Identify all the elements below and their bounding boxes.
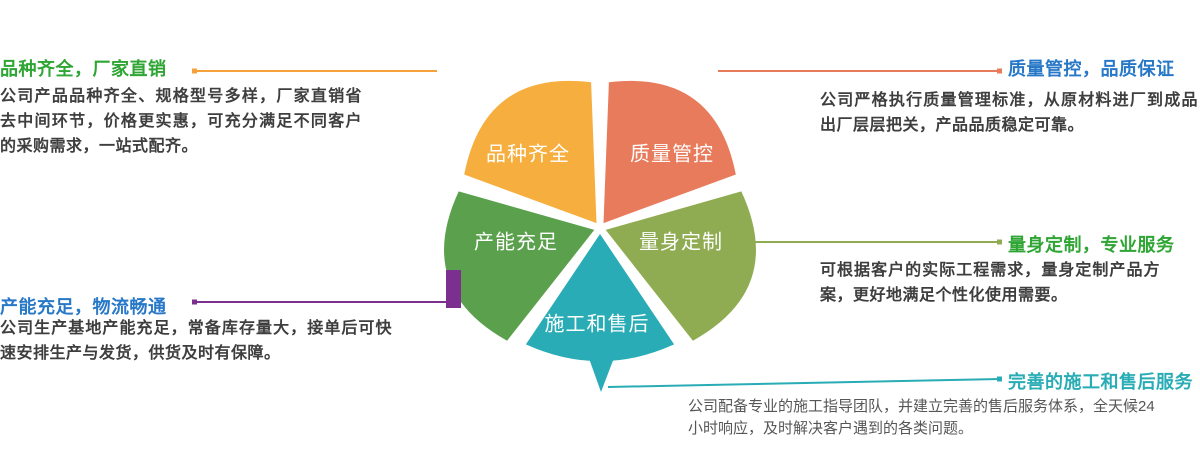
petal-custom	[605, 191, 756, 341]
connector-line-aftersale	[607, 378, 1001, 388]
callout-body-custom: 可根据客户的实际工程需求，量身定制产品方案，更好地满足个性化使用需要。	[820, 262, 1160, 304]
callout-title-variety: 品种齐全，厂家直销	[0, 59, 167, 79]
petal-label-variety: 品种齐全	[486, 143, 570, 166]
callout-body-quality: 公司严格执行质量管理标准，从原材料进厂到成品出厂层层把关，产品品质稳定可靠。	[820, 92, 1198, 134]
petal-quality	[603, 80, 736, 224]
callout-title-quality: 质量管控，品质保证	[1008, 59, 1175, 79]
petal-aftersale	[525, 234, 675, 362]
callout-body-capacity: 公司生产基地产能充足，常备库存量大，接单后可快速安排生产与发货，供货及时有保障。	[0, 320, 392, 362]
connector-dot-aftersale	[997, 376, 1002, 382]
petal-label-custom: 量身定制	[639, 231, 723, 254]
footnote-line-1: 公司配备专业的施工指导团队，并建立完善的售后服务体系，全天候24	[688, 398, 1155, 415]
connector-dot-variety	[192, 68, 197, 74]
petal-variety	[464, 80, 597, 224]
connector-dot-custom	[997, 239, 1002, 245]
petal-label-capacity: 产能充足	[474, 231, 558, 254]
footnote-line-2: 小时响应，及时解决客户遇到的各类问题。	[688, 420, 974, 437]
connector-dot-quality	[997, 68, 1002, 74]
connector-block-capacity	[446, 270, 461, 308]
callout-title-capacity: 产能充足，物流畅通	[0, 297, 167, 317]
petal-label-aftersale: 施工和售后	[544, 313, 650, 336]
callout-title-aftersale: 完善的施工和售后服务	[1008, 372, 1193, 392]
petal-capacity	[444, 191, 595, 341]
connector-dot-capacity	[192, 299, 197, 305]
petal-label-quality: 质量管控	[630, 143, 714, 166]
callout-body-variety: 公司产品品种齐全、规格型号多样，厂家直销省去中间环节，价格更实惠，可充分满足不同…	[0, 88, 362, 155]
callout-title-custom: 量身定制，专业服务	[1008, 235, 1175, 255]
petal-aftersale-tail	[586, 350, 617, 392]
